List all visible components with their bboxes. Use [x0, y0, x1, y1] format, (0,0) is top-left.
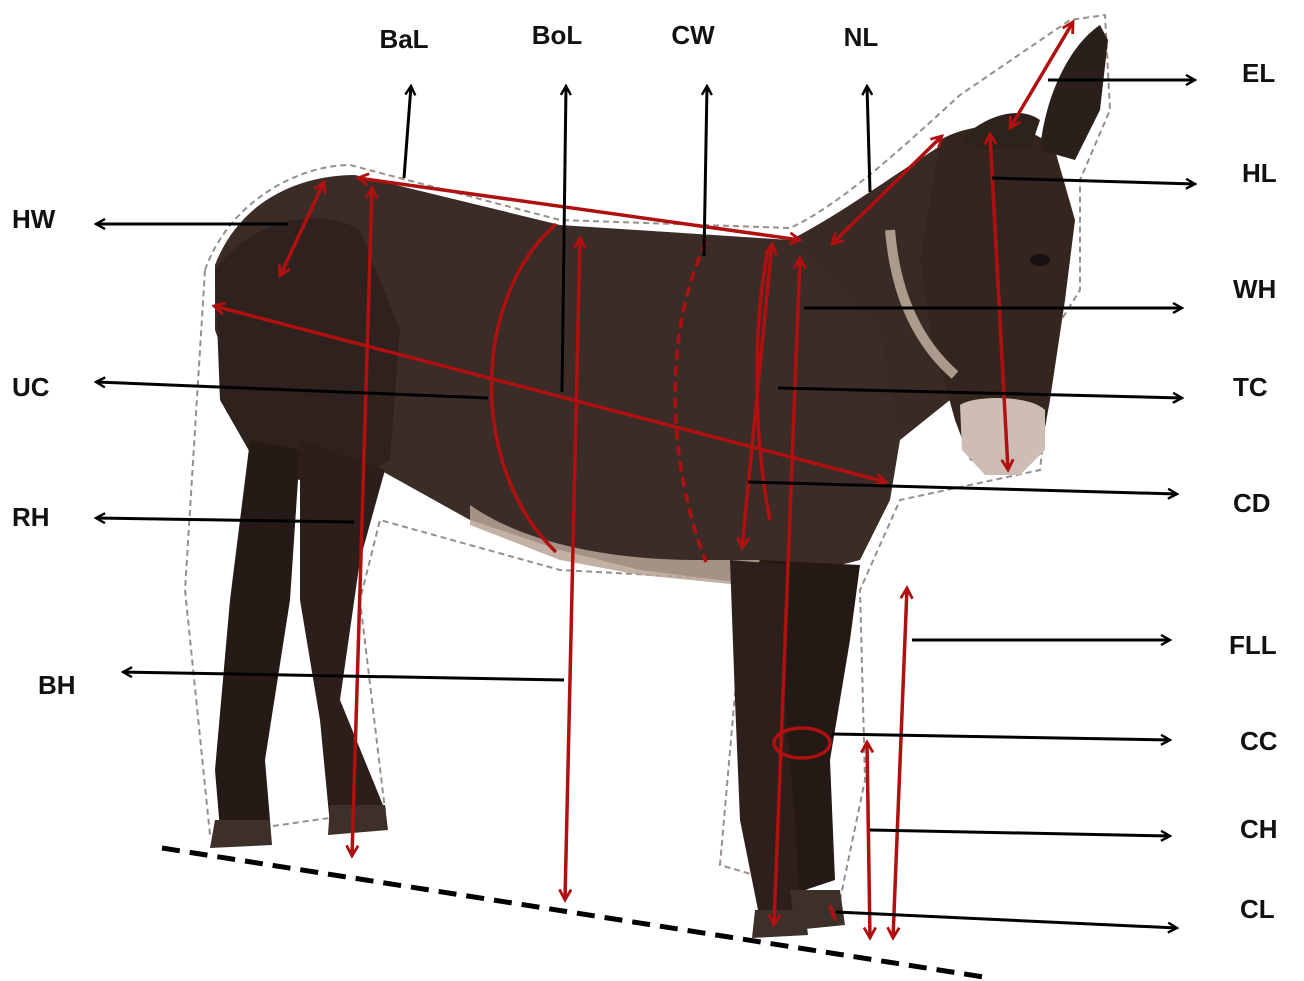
label-nl: NL [844, 22, 879, 52]
cw-pointer [704, 86, 707, 256]
cl-pointer [836, 912, 1177, 928]
foreleg-length-arrow [893, 588, 907, 938]
donkey-ear-right [1040, 25, 1108, 160]
donkey-hind-leg-far [215, 440, 300, 830]
cc-pointer [832, 734, 1170, 740]
label-rh: RH [12, 502, 50, 532]
label-ch: CH [1240, 814, 1278, 844]
label-bol: BoL [532, 20, 583, 50]
label-cc: CC [1240, 726, 1278, 756]
donkey-eye [1030, 254, 1050, 266]
label-hw: HW [12, 204, 56, 234]
label-cw: CW [671, 20, 715, 50]
donkey-ear-left [960, 113, 1040, 150]
bal-pointer [404, 86, 411, 178]
label-wh: WH [1233, 274, 1276, 304]
ch-pointer [870, 830, 1170, 836]
label-hl: HL [1242, 158, 1277, 188]
cannon-height-arrow [867, 742, 870, 938]
label-tc: TC [1233, 372, 1268, 402]
label-bh: BH [38, 670, 76, 700]
label-cl: CL [1240, 894, 1275, 924]
donkey-muzzle [960, 398, 1045, 475]
label-bal: BaL [379, 24, 428, 54]
label-fll: FLL [1229, 630, 1277, 660]
donkey-hind-leg-near [300, 440, 385, 825]
donkey-silhouette [185, 15, 1110, 938]
label-el: EL [1242, 58, 1275, 88]
label-uc: UC [12, 372, 50, 402]
label-cd: CD [1233, 488, 1271, 518]
